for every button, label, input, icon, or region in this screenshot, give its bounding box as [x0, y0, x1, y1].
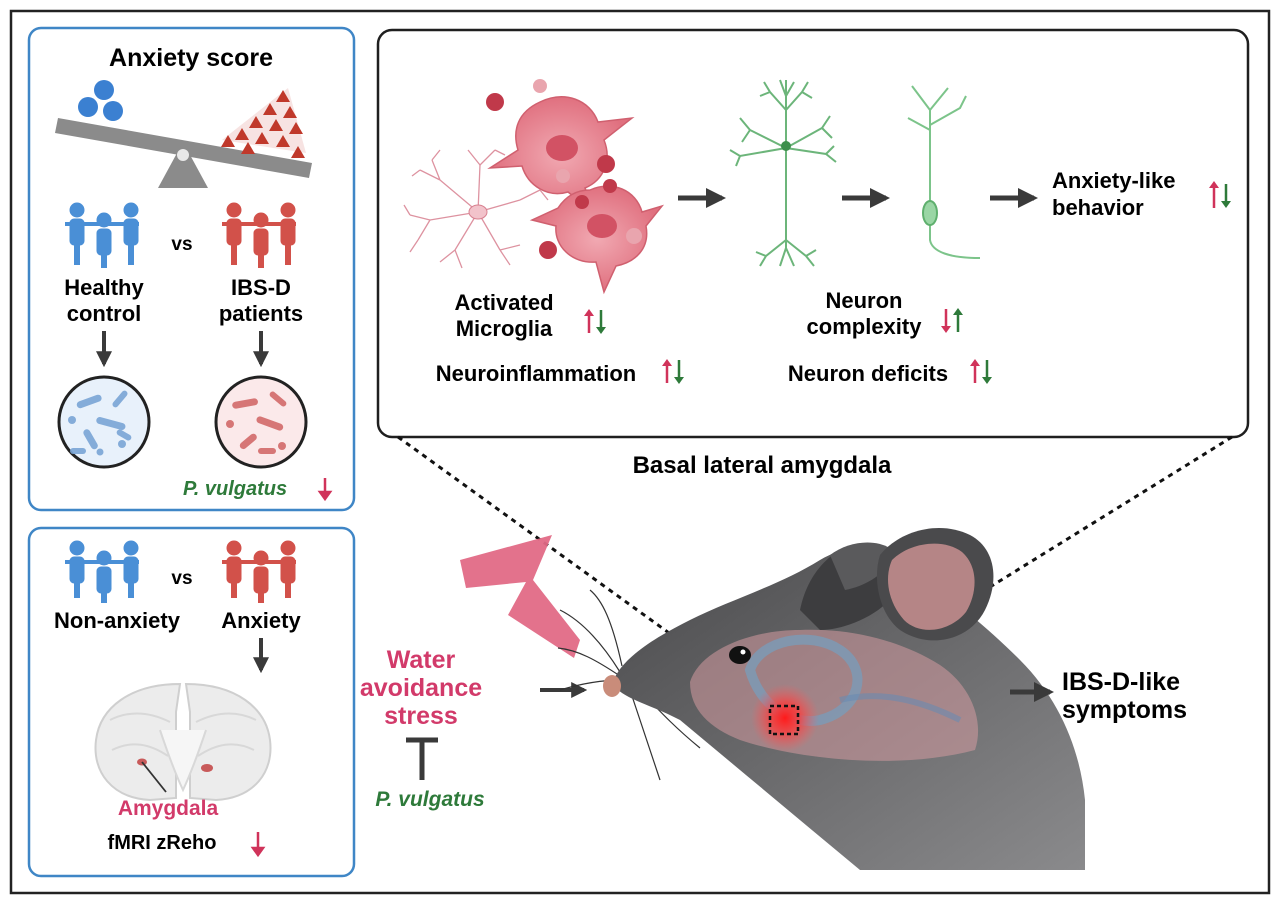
species-label: P. vulgatus [183, 478, 287, 500]
up-down-arrows-icon [584, 309, 606, 334]
left-bottom-panel: vs Non-anxiety Anxiety Amygdala fMRI zRe… [27, 526, 356, 878]
outcome-line1: IBS-D-like [1062, 668, 1180, 696]
people-group-icon [65, 540, 139, 603]
people-group-icon [65, 202, 139, 268]
neuron-complexity-line2: complexity [807, 314, 923, 339]
people-group-icon [222, 540, 296, 603]
up-down-arrows-icon [662, 359, 684, 384]
stress-label-line1: Water [387, 646, 456, 674]
neuron-complexity-line1: Neuron [826, 288, 903, 313]
group-ibsd-line1: IBS-D [231, 275, 291, 300]
metric-label: fMRI zReho [108, 832, 217, 854]
lightning-bolt-icon [460, 535, 580, 658]
left-top-panel: Anxiety score [27, 26, 356, 512]
region-label: Amygdala [118, 797, 219, 820]
inhibition-bar [406, 737, 438, 780]
outer-frame [9, 9, 1271, 895]
up-down-arrows-icon [1209, 181, 1231, 208]
behavior-line2: behavior [1052, 195, 1144, 220]
microglia-label-line2: Microglia [456, 316, 553, 341]
group-healthy-line1: Healthy [64, 275, 144, 300]
group-non-anxiety: Non-anxiety [54, 608, 181, 633]
neuron-deficits-label: Neuron deficits [788, 361, 948, 386]
mouse-head-icon [557, 527, 1085, 870]
panel-title: Anxiety score [109, 44, 273, 72]
group-healthy-line2: control [67, 301, 142, 326]
down-up-arrows-icon [941, 308, 963, 333]
brain-slice-icon [94, 682, 272, 802]
people-group-icon [222, 202, 296, 268]
neuron-icon [907, 85, 981, 259]
down-arrow-icon [250, 832, 266, 858]
down-arrow-icon [317, 478, 333, 502]
microbiome-circle-icon [57, 375, 308, 469]
inhibitor-label: P. vulgatus [375, 788, 484, 811]
neuroinflammation-label: Neuroinflammation [436, 361, 636, 386]
region-caption: Basal lateral amygdala [633, 452, 892, 479]
behavior-line1: Anxiety-like [1052, 168, 1176, 193]
balance-scale-icon [55, 80, 312, 188]
outcome-line2: symptoms [1062, 696, 1187, 724]
group-anxiety: Anxiety [221, 608, 301, 633]
up-down-arrows-icon [970, 359, 992, 384]
amygdala-panel: Activated Microglia Neuroinflammation Ne… [376, 28, 1250, 439]
microglia-label-line1: Activated [454, 290, 553, 315]
microglia-icon [403, 79, 665, 295]
vs-label: vs [171, 568, 192, 589]
neuron-icon [729, 79, 837, 267]
stress-label-line2: avoidance [360, 674, 482, 702]
group-ibsd-line2: patients [219, 301, 303, 326]
stress-label-line3: stress [384, 702, 458, 730]
vs-label: vs [171, 234, 192, 255]
